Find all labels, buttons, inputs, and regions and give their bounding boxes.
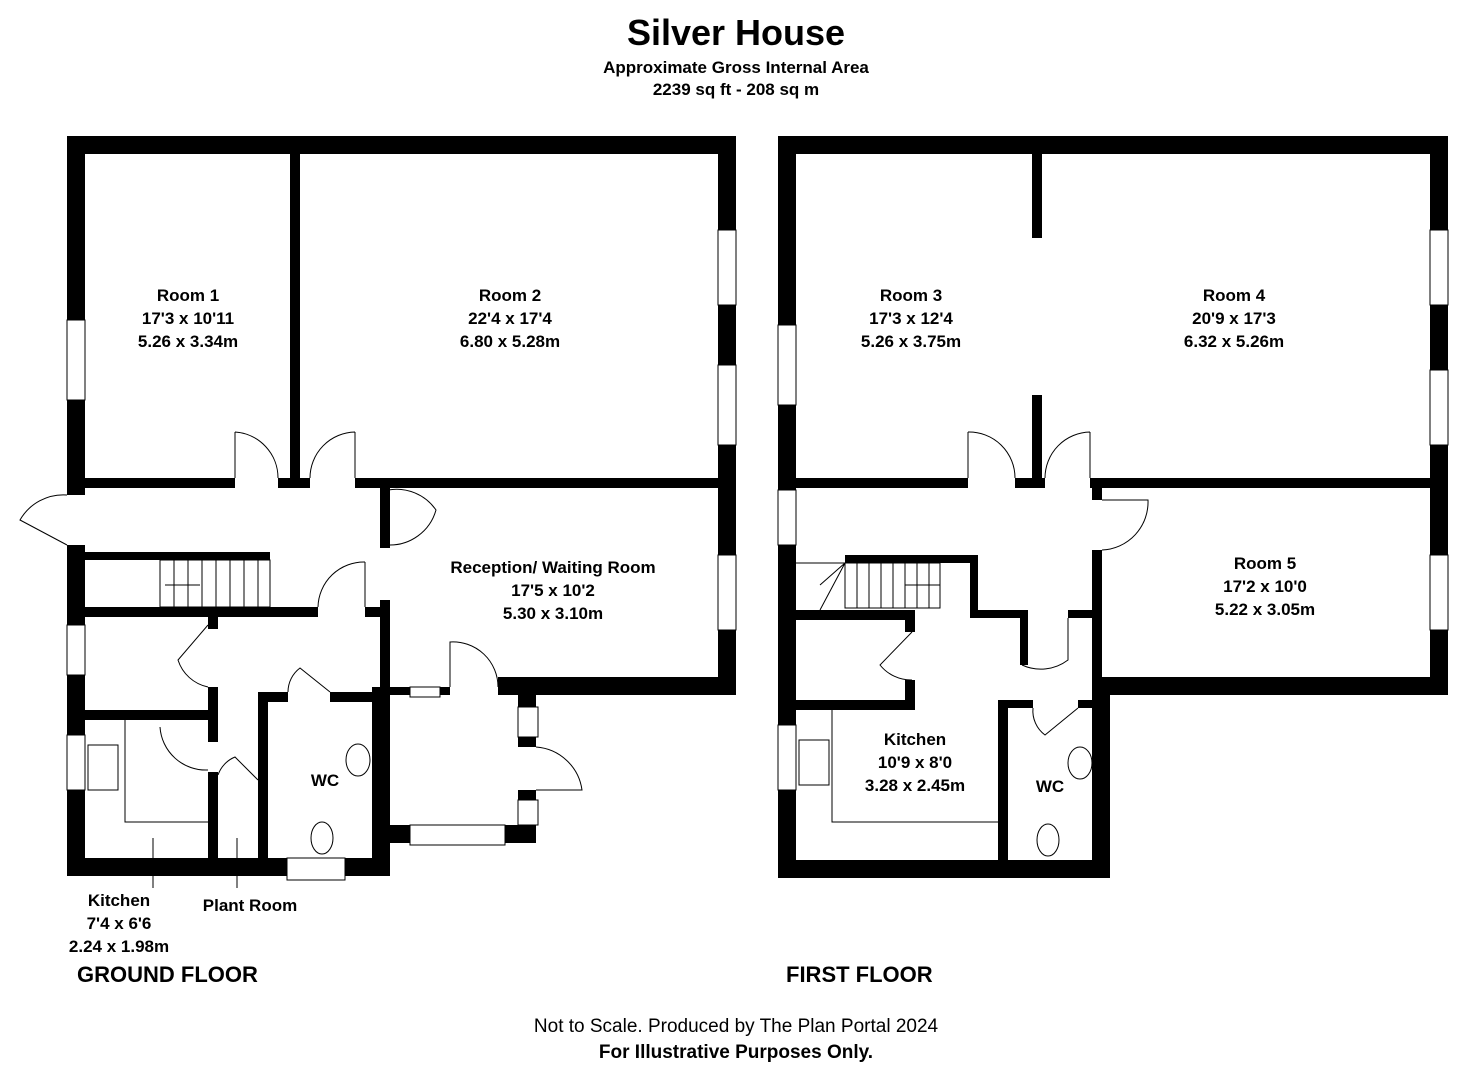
first-floor-doors: [798, 431, 1149, 857]
room-imperial: 22'4 x 17'4: [468, 309, 552, 328]
room-name: Reception/ Waiting Room: [450, 558, 656, 577]
room-name: Room 5: [1233, 554, 1297, 573]
room-imperial: 17'3 x 10'11: [141, 309, 235, 328]
room-metric: 6.32 x 5.26m: [1183, 332, 1285, 351]
room-metric: 5.30 x 3.10m: [502, 604, 604, 623]
ground-floor-doors: [19, 431, 583, 888]
room-name: Room 2: [478, 286, 542, 305]
area-value: 2239 sq ft - 208 sq m: [652, 80, 820, 99]
room-4-label: Room 4 20'9 x 17'3 6.32 x 5.26m: [1184, 284, 1284, 353]
room-imperial: 7'4 x 6'6: [86, 914, 152, 933]
ground-wc-label: WC: [310, 771, 340, 790]
room-metric: 5.26 x 3.75m: [860, 332, 962, 351]
room-metric: 6.80 x 5.28m: [459, 332, 561, 351]
plan-title: Silver House: [626, 12, 846, 53]
reception-label: Reception/ Waiting Room 17'5 x 10'2 5.30…: [450, 556, 655, 625]
ground-floor-stairs: [159, 559, 271, 608]
first-wc-label: WC: [1035, 777, 1065, 796]
first-floor-label: FIRST FLOOR: [786, 962, 933, 987]
room-metric: 5.22 x 3.05m: [1214, 600, 1316, 619]
first-floor-stairs: [796, 562, 941, 611]
first-kitchen-label: Kitchen 10'9 x 8'0 3.28 x 2.45m: [865, 728, 965, 797]
room-name: Room 1: [156, 286, 220, 305]
ground-floor-walls: [66, 136, 737, 881]
room-metric: 3.28 x 2.45m: [864, 776, 966, 795]
room-3-label: Room 3 17'3 x 12'4 5.26 x 3.75m: [861, 284, 961, 353]
room-name: Room 3: [879, 286, 943, 305]
room-imperial: 20'9 x 17'3: [1192, 309, 1276, 328]
room-metric: 5.26 x 3.34m: [137, 332, 239, 351]
room-5-label: Room 5 17'2 x 10'0 5.22 x 3.05m: [1215, 552, 1315, 621]
room-imperial: 17'3 x 12'4: [869, 309, 953, 328]
room-name: Kitchen: [87, 891, 151, 910]
room-1-label: Room 1 17'3 x 10'11 5.26 x 3.34m: [138, 284, 238, 353]
room-2-label: Room 2 22'4 x 17'4 6.80 x 5.28m: [460, 284, 560, 353]
room-imperial: 10'9 x 8'0: [877, 753, 953, 772]
ground-floor-label: GROUND FLOOR: [77, 962, 258, 987]
room-name: Room 4: [1202, 286, 1266, 305]
area-subtitle: Approximate Gross Internal Area: [603, 58, 869, 77]
ground-kitchen-label: Kitchen 7'4 x 6'6 2.24 x 1.98m: [69, 889, 169, 958]
first-floor-walls: [777, 136, 1449, 878]
room-imperial: 17'5 x 10'2: [511, 581, 595, 600]
room-metric: 2.24 x 1.98m: [68, 937, 170, 956]
room-name: Kitchen: [883, 730, 947, 749]
footer-disclaimer: For Illustrative Purposes Only.: [598, 1042, 874, 1063]
room-imperial: 17'2 x 10'0: [1223, 577, 1307, 596]
footer-note: Not to Scale. Produced by The Plan Porta…: [533, 1016, 939, 1037]
plant-room-label: Plant Room: [202, 896, 298, 915]
